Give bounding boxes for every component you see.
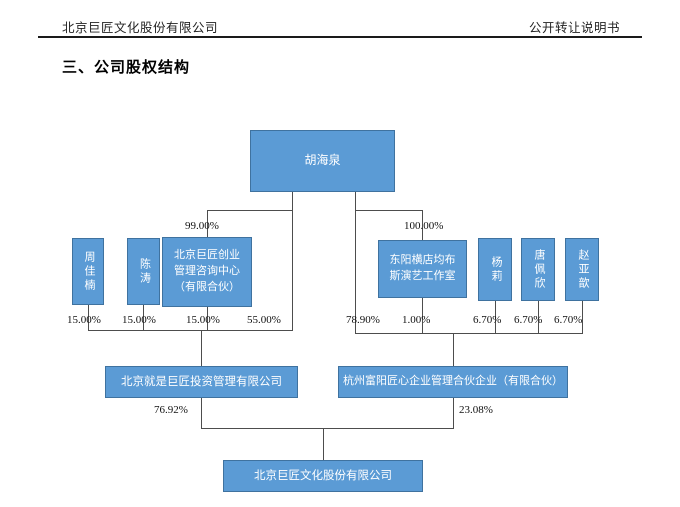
connector-line: [292, 192, 293, 330]
connector-line: [582, 301, 583, 333]
connector-line: [538, 301, 539, 333]
pct-chen-to-invest: 15.00%: [122, 314, 156, 326]
node-jujiang-consulting-center: 北京巨匠创业 管理咨询中心 （有限合伙）: [162, 237, 252, 307]
node-jiushi-jujiang-invest: 北京就是巨匠投资管理有限公司: [105, 366, 298, 398]
pct-partnership-to-company: 23.08%: [459, 404, 493, 416]
pct-studio-to-partnership: 1.00%: [402, 314, 431, 326]
pct-hu-to-studio: 100.00%: [404, 220, 444, 232]
node-hu-haiquan: 胡海泉: [250, 130, 395, 192]
connector-line: [355, 210, 423, 211]
pct-yang-to-partnership: 6.70%: [473, 314, 502, 326]
section-title: 三、公司股权结构: [62, 60, 191, 76]
node-dongyang-studio: 东阳横店均布 斯演艺工作室: [378, 240, 467, 298]
connector-line: [207, 307, 208, 330]
connector-line: [422, 210, 423, 240]
connector-line: [422, 298, 423, 333]
connector-line: [207, 210, 208, 237]
pct-hu-to-invest: 55.00%: [247, 314, 281, 326]
node-jujiang-culture-company: 北京巨匠文化股份有限公司: [223, 460, 423, 492]
pct-invest-to-company: 76.92%: [154, 404, 188, 416]
node-tang-peixin: 唐佩欣: [521, 238, 555, 301]
header-doc-type: 公开转让说明书: [528, 21, 620, 35]
connector-line-left-bus: [88, 330, 293, 331]
pct-tang-to-partnership: 6.70%: [514, 314, 543, 326]
connector-line-right-bus: [355, 333, 583, 334]
connector-line: [201, 398, 202, 428]
pct-hu-to-partnership: 78.90%: [346, 314, 380, 326]
connector-line: [453, 398, 454, 428]
node-yang-li: 杨莉: [478, 238, 512, 301]
pct-hu-to-consulting: 99.00%: [185, 220, 219, 232]
connector-line: [453, 333, 454, 366]
connector-line: [323, 428, 324, 460]
connector-line: [495, 301, 496, 333]
node-zhao-yaxin: 赵亚歆: [565, 238, 599, 301]
pct-zhao-to-partnership: 6.70%: [554, 314, 583, 326]
connector-line: [355, 192, 356, 333]
node-chen-tao: 陈涛: [127, 238, 160, 305]
connector-line: [207, 210, 293, 211]
node-zhou-jianan: 周佳楠: [72, 238, 104, 305]
connector-line-bottom-bus: [201, 428, 454, 429]
connector-line: [143, 305, 144, 330]
connector-line: [88, 305, 89, 330]
connector-line: [201, 330, 202, 366]
header-divider: [38, 36, 642, 38]
node-hangzhou-partnership: 杭州富阳匠心企业管理合伙企业（有限合伙）: [338, 366, 568, 398]
pct-zhou-to-invest: 15.00%: [67, 314, 101, 326]
header-company-name: 北京巨匠文化股份有限公司: [62, 21, 219, 35]
pct-consulting-to-invest: 15.00%: [186, 314, 220, 326]
